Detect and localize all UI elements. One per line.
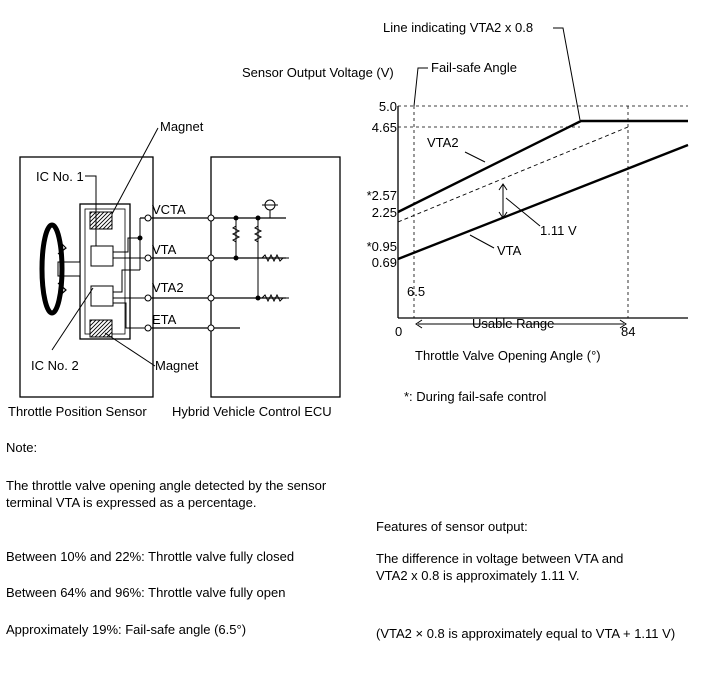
sensor-circuit: Magnet IC No. 1 VCTA VTA VTA2 ETA IC No.… (8, 119, 341, 419)
sensor-caption: Throttle Position Sensor (8, 404, 147, 419)
magnet-bottom-label: Magnet (155, 358, 199, 373)
y-tick-label: *2.57 (367, 188, 397, 203)
x-tick-label: 84 (621, 324, 635, 339)
x-tick-label: 6.5 (407, 284, 425, 299)
y-tick-labels: 5.0 4.65 *2.57 2.25 *0.95 0.69 (367, 99, 397, 270)
ic2-label: IC No. 2 (31, 358, 79, 373)
y-tick-label: 5.0 (379, 99, 397, 114)
vcta-ecu-pin (207, 214, 215, 222)
ic-no1-chip (90, 245, 114, 267)
x-axis-title: Throttle Valve Opening Angle (°) (415, 348, 601, 363)
failsafe-footnote: *: During fail-safe control (404, 389, 546, 404)
vta2-factor-label: Line indicating VTA2 x 0.8 (383, 20, 533, 35)
rotation-arrow (39, 222, 65, 316)
ecu-resistor-3 (261, 253, 289, 263)
y-tick-label: 2.25 (372, 205, 397, 220)
vta2-line-label: VTA2 (427, 135, 459, 150)
ic-no2-chip (90, 285, 114, 307)
vta-sensor-pin (144, 254, 152, 262)
vcta-sensor-pin (144, 214, 152, 222)
ecu-caption: Hybrid Vehicle Control ECU (172, 404, 332, 419)
y-tick-label: *0.95 (367, 239, 397, 254)
vta-ecu-pin (207, 254, 215, 262)
vta2-ecu-pin (207, 294, 215, 302)
y-axis-title: Sensor Output Voltage (V) (242, 65, 394, 80)
vcta-label: VCTA (152, 202, 186, 217)
sensor-box (19, 156, 154, 398)
ecu-box (210, 156, 341, 398)
y-tick-label: 4.65 (372, 120, 397, 135)
magnet-bottom (89, 319, 113, 338)
features-difference: The difference in voltage between VTA an… (376, 551, 624, 583)
output-voltage-graph: Line indicating VTA2 x 0.8 Sensor Output… (242, 20, 689, 404)
eta-sensor-pin (144, 324, 152, 332)
magnet-top (89, 211, 113, 230)
y-tick-label: 0.69 (372, 255, 397, 270)
difference-label: 1.11 V (540, 223, 577, 238)
note-open-range: Between 64% and 96%: Throttle valve full… (6, 585, 286, 600)
eta-label: ETA (152, 312, 177, 327)
note-closed-range: Between 10% and 22%: Throttle valve full… (6, 549, 295, 564)
vta2-sensor-pin (144, 294, 152, 302)
failsafe-angle-label: Fail-safe Angle (431, 60, 517, 75)
eta-ecu-pin (207, 324, 215, 332)
features-relation: (VTA2 × 0.8 is approximately equal to VT… (376, 626, 676, 641)
vta-line-label: VTA (497, 243, 522, 258)
magnet-top-label: Magnet (160, 119, 204, 134)
usable-range-label: Usable Range (472, 316, 554, 331)
ecu-resistor-4 (261, 293, 289, 303)
note-heading: Note: (6, 440, 38, 455)
vta-label: VTA (152, 242, 177, 257)
vta2-terminal-label: VTA2 (152, 280, 184, 295)
vta2-line (397, 119, 688, 214)
ic1-label: IC No. 1 (36, 169, 84, 184)
ecu-resistor-1 (231, 225, 241, 243)
x-tick-label: 0 (395, 324, 402, 339)
features-heading: Features of sensor output: (376, 519, 528, 534)
vta-line (397, 143, 689, 261)
note-description: The throttle valve opening angle detecte… (6, 478, 327, 510)
note-failsafe: Approximately 19%: Fail-safe angle (6.5°… (6, 622, 247, 637)
ecu-resistor-2 (253, 225, 263, 243)
